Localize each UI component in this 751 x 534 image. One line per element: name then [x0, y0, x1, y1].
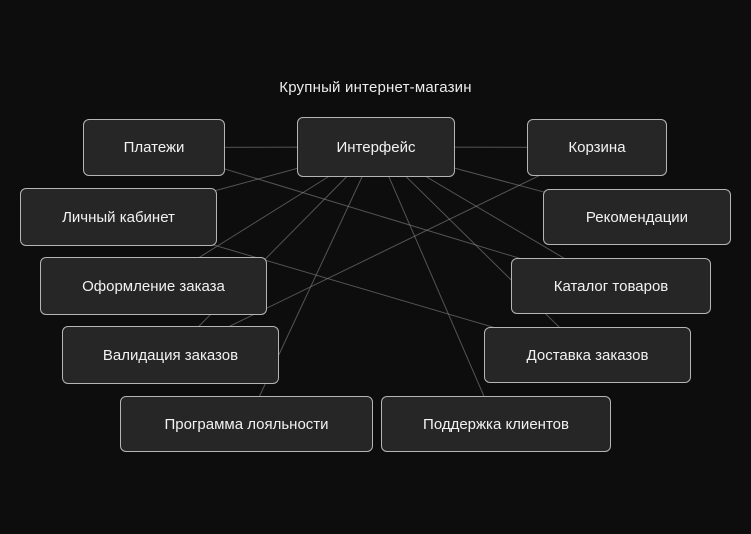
diagram-title: Крупный интернет-магазин — [279, 79, 472, 96]
node-label: Каталог товаров — [553, 277, 669, 295]
edge-interface-delivery — [375, 146, 588, 356]
node-cart[interactable]: Корзина — [527, 119, 667, 176]
node-interface[interactable]: Интерфейс — [297, 117, 455, 177]
node-label: Программа лояльности — [164, 415, 329, 433]
node-recommendations[interactable]: Рекомендации — [543, 189, 731, 245]
node-checkout[interactable]: Оформление заказа — [40, 257, 267, 315]
node-label: Валидация заказов — [102, 346, 239, 364]
node-account[interactable]: Личный кабинет — [20, 188, 217, 246]
node-catalog[interactable]: Каталог товаров — [511, 258, 711, 314]
node-label: Платежи — [123, 139, 185, 156]
node-payments[interactable]: Платежи — [83, 119, 225, 176]
node-label: Доставка заказов — [526, 346, 649, 364]
node-label: Интерфейс — [336, 138, 416, 156]
node-support[interactable]: Поддержка клиентов — [381, 396, 611, 452]
node-label: Поддержка клиентов — [423, 415, 569, 433]
node-label: Личный кабинет — [62, 208, 175, 226]
node-loyalty[interactable]: Программа лояльности — [120, 396, 373, 452]
node-label: Оформление заказа — [82, 277, 225, 295]
node-delivery[interactable]: Доставка заказов — [484, 327, 691, 383]
edge-cart-validation — [170, 147, 598, 356]
node-label: Корзина — [568, 139, 626, 156]
edge-interface-validation — [170, 146, 377, 356]
edge-interface-support — [375, 146, 497, 425]
node-validation[interactable]: Валидация заказов — [62, 326, 279, 384]
node-label: Рекомендации — [585, 208, 689, 226]
